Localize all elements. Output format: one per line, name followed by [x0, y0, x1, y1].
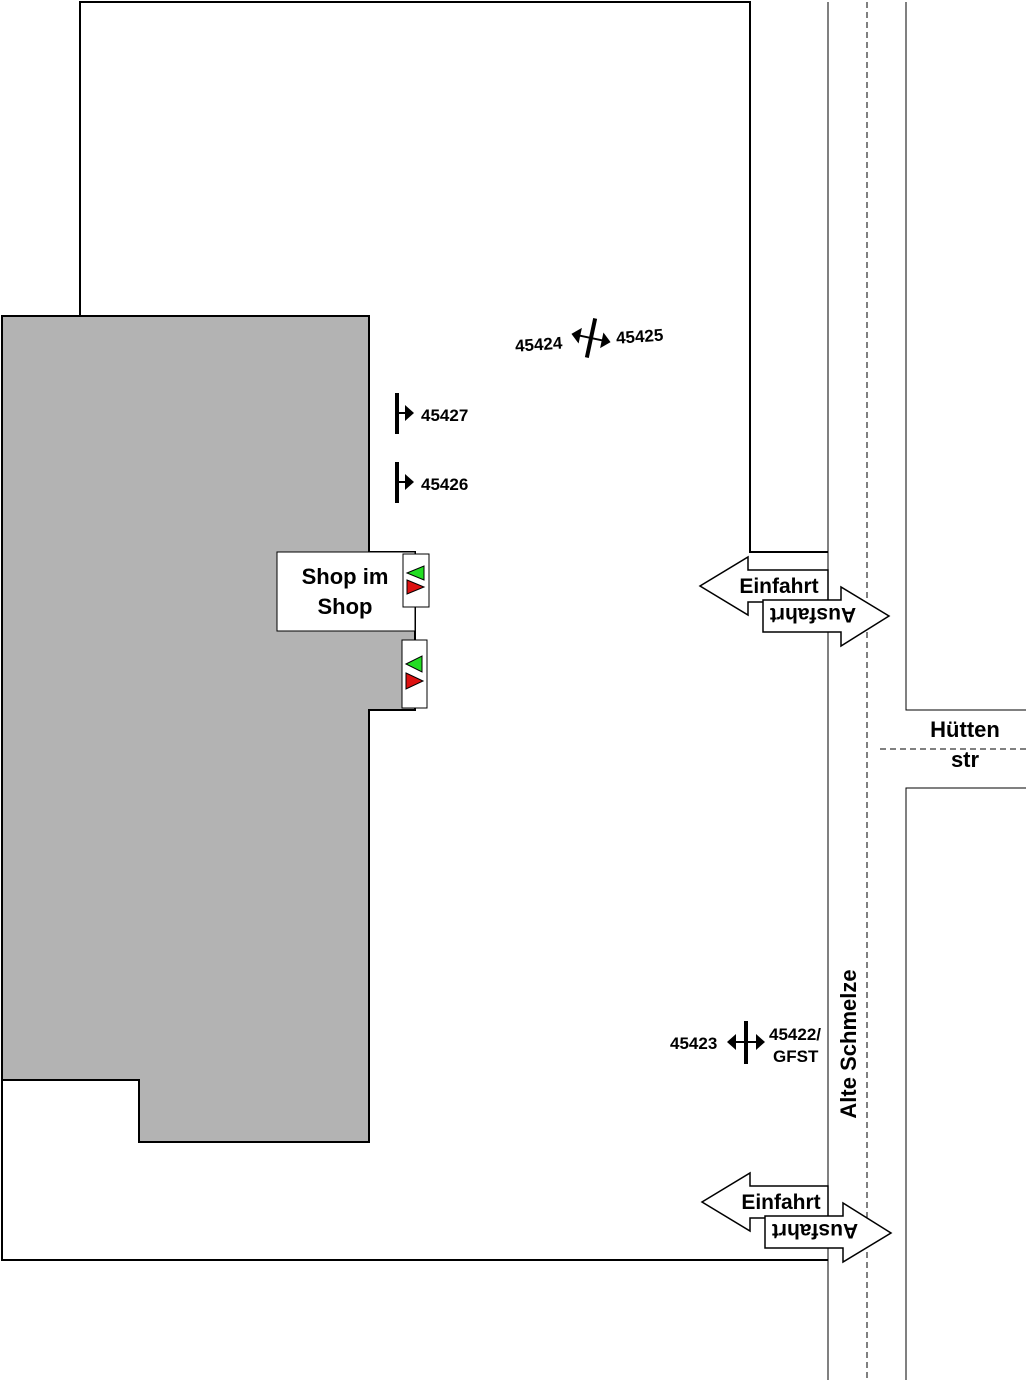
- einfahrt-label: Einfahrt: [739, 575, 818, 598]
- ausfahrt-label: Ausfahrt: [770, 603, 856, 626]
- property-outline-south: [1, 1080, 828, 1261]
- sign-45427-icon: [395, 393, 414, 434]
- traffic-light-upper: [402, 553, 430, 608]
- street-edge-east: [905, 2, 1026, 1380]
- sign-45425-label: 45425: [615, 326, 663, 348]
- shop-box: [276, 551, 416, 632]
- ausfahrt-arrow-icon: [762, 585, 891, 648]
- green-triangle-icon: [405, 565, 425, 581]
- red-triangle-icon: [405, 672, 425, 690]
- property-outline: [79, 1, 828, 553]
- street-label-alte-schmelze: Alte Schmelze: [836, 969, 861, 1118]
- sign-45422-label-line2: GFST: [773, 1047, 819, 1066]
- ausfahrt-label: Ausfahrt: [772, 1219, 858, 1242]
- shop-label-line2: Shop: [318, 594, 373, 619]
- sign-45423-label: 45423: [670, 1034, 717, 1053]
- ausfahrt-arrow-icon: [764, 1201, 893, 1264]
- sign-45424-label: 45424: [514, 333, 563, 355]
- sign-45426-icon: [395, 462, 414, 503]
- einfahrt-label: Einfahrt: [741, 1191, 820, 1214]
- building: [1, 315, 416, 1143]
- street-label-huetten-line1: Hütten: [930, 717, 1000, 742]
- entrance-exit-upper: Einfahrt Ausfahrt: [698, 555, 891, 648]
- sign-45422-label-line1: 45422/: [769, 1025, 821, 1044]
- traffic-light-lower: [401, 639, 428, 709]
- sign-45427-label: 45427: [421, 406, 468, 425]
- sign-45424-45425-icon: [571, 318, 611, 358]
- sign-45423-45422-icon: [727, 1021, 765, 1064]
- sign-45426-label: 45426: [421, 475, 468, 494]
- red-triangle-icon: [406, 579, 426, 595]
- shop-label-line1: Shop im: [302, 564, 389, 589]
- green-triangle-icon: [404, 655, 423, 673]
- street-label-huetten-line2: str: [951, 747, 980, 772]
- entrance-exit-lower: Einfahrt Ausfahrt: [700, 1171, 893, 1264]
